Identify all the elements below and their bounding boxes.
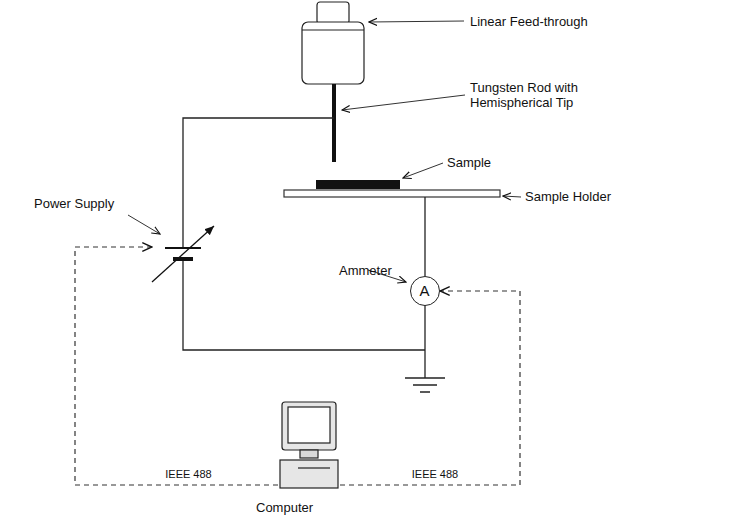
node-label: Ammeter xyxy=(339,263,392,278)
part-label: Sample Holder xyxy=(525,189,611,204)
node-label: Computer xyxy=(256,500,313,515)
power-supply: Power Supply xyxy=(152,222,216,272)
edge-label: IEEE 488 xyxy=(163,467,213,482)
battery-symbol xyxy=(152,226,214,282)
leader-line xyxy=(128,21,521,282)
feed-through xyxy=(302,2,364,84)
part-label: Tungsten Rod with Hemispherical Tip xyxy=(470,80,620,110)
computer: Computer xyxy=(278,398,340,492)
sample-holder xyxy=(284,190,500,197)
part-label: Sample xyxy=(447,155,491,170)
sample xyxy=(316,180,400,189)
ground-symbol xyxy=(405,378,445,392)
data-link xyxy=(75,247,278,485)
computer-icon xyxy=(280,402,338,488)
circuit-wire xyxy=(183,118,425,378)
data-link xyxy=(340,291,520,485)
node-label: Power Supply xyxy=(34,196,114,211)
node-symbol-text: A xyxy=(419,283,429,298)
part-label: Linear Feed-through xyxy=(470,14,588,29)
tungsten-rod xyxy=(332,84,336,162)
edge-label: IEEE 488 xyxy=(410,467,460,482)
ammeter: AmmeterA xyxy=(410,276,440,306)
